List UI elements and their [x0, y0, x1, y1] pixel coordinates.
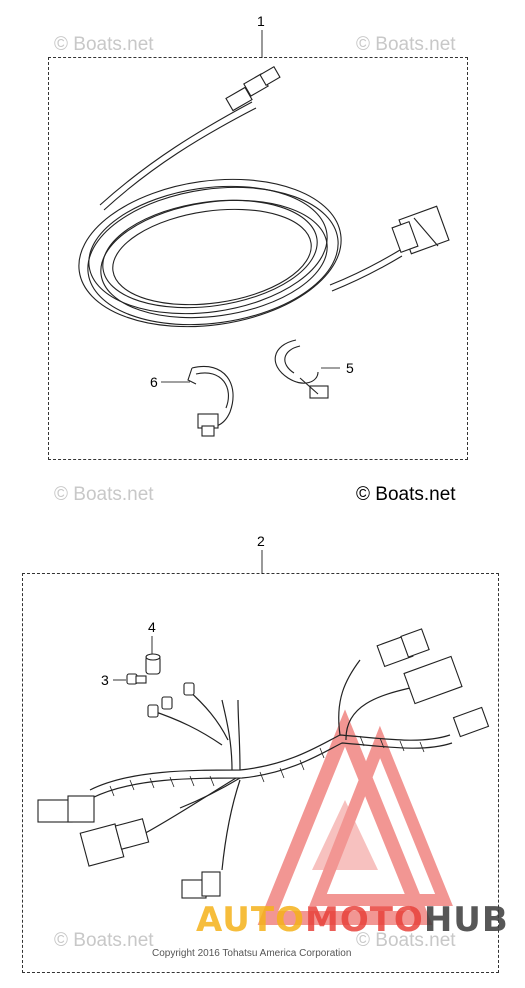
copyright-notice: Copyright 2016 Tohatsu America Corporati…	[152, 948, 352, 959]
rect-connector	[391, 205, 450, 255]
logo-triangle	[257, 709, 453, 925]
callout-part-6: 6	[150, 374, 158, 390]
logo-auto: AUTO	[196, 900, 305, 940]
clamp	[187, 366, 234, 437]
watermark-mid-left: © Boats.net	[54, 484, 154, 505]
callout-part-3: 3	[101, 672, 109, 688]
watermark-top-right: © Boats.net	[356, 34, 456, 55]
boats-net-credit: © Boats.net	[356, 484, 456, 505]
callout-part-1: 1	[257, 13, 265, 29]
watermark-bottom-right: © Boats.net	[356, 930, 456, 951]
watermark-bottom-left: © Boats.net	[54, 930, 154, 951]
callout-part-4: 4	[148, 619, 156, 635]
callout-part-2: 2	[257, 533, 265, 549]
terminal-part	[126, 673, 147, 685]
kit-frame-2	[22, 573, 499, 973]
cable-tie	[274, 339, 329, 399]
watermark-top-left: © Boats.net	[54, 34, 154, 55]
coiled-cable	[78, 101, 403, 328]
sleeve-part	[145, 653, 161, 675]
round-connector	[225, 66, 281, 112]
kit-frame-1	[48, 57, 468, 460]
logo-hub: HUB	[423, 900, 509, 940]
callout-part-5: 5	[346, 360, 354, 376]
wire-harness	[89, 659, 453, 871]
logo-moto: MOTO	[304, 900, 424, 940]
automotohub-logo: AUTOMOTOHUB	[196, 900, 509, 940]
harness-connectors	[37, 628, 490, 899]
